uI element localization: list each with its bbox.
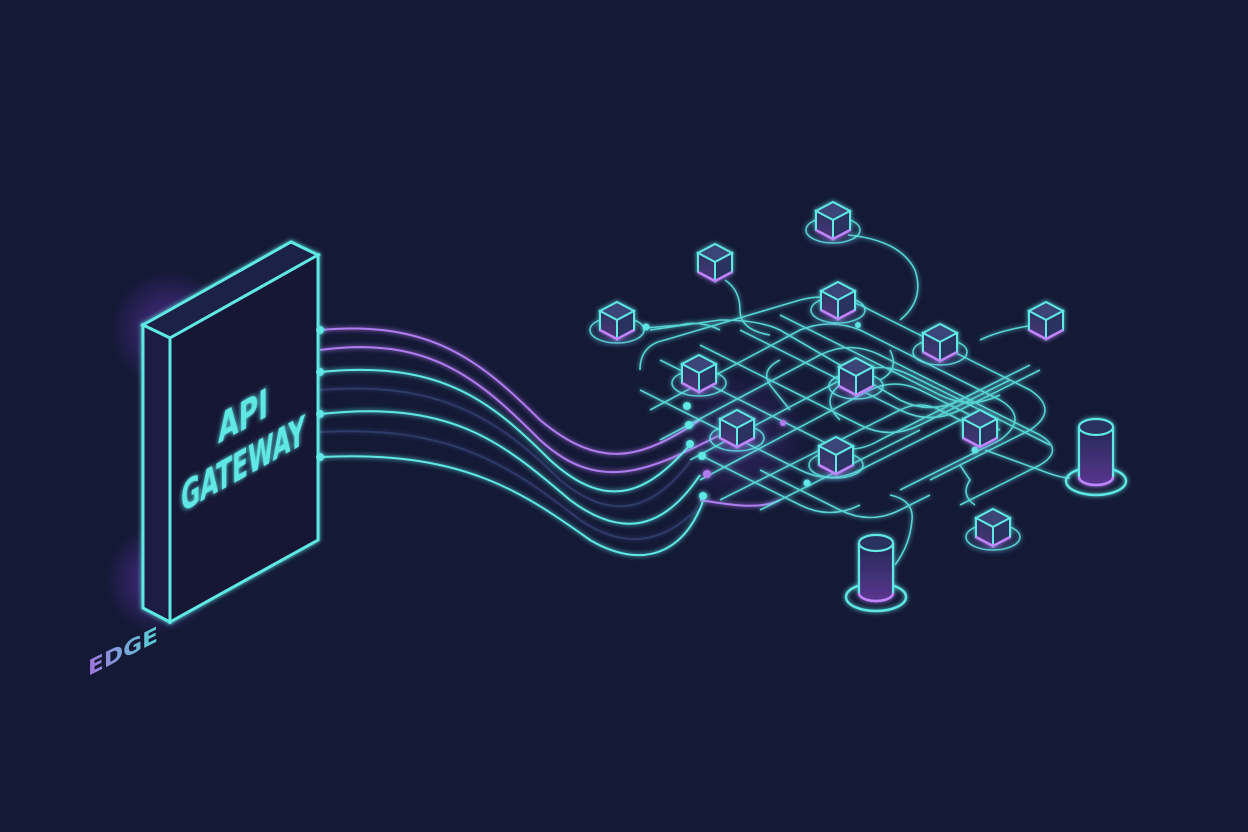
gateway-side-face xyxy=(141,322,172,625)
service-cube-icon xyxy=(1027,300,1065,341)
gateway-front-face xyxy=(168,252,320,625)
service-cube-icon xyxy=(961,408,999,449)
service-cube-icon xyxy=(696,242,734,283)
flow-lines xyxy=(319,327,781,557)
connection-dots xyxy=(642,322,979,500)
api-gateway-block xyxy=(139,240,324,625)
